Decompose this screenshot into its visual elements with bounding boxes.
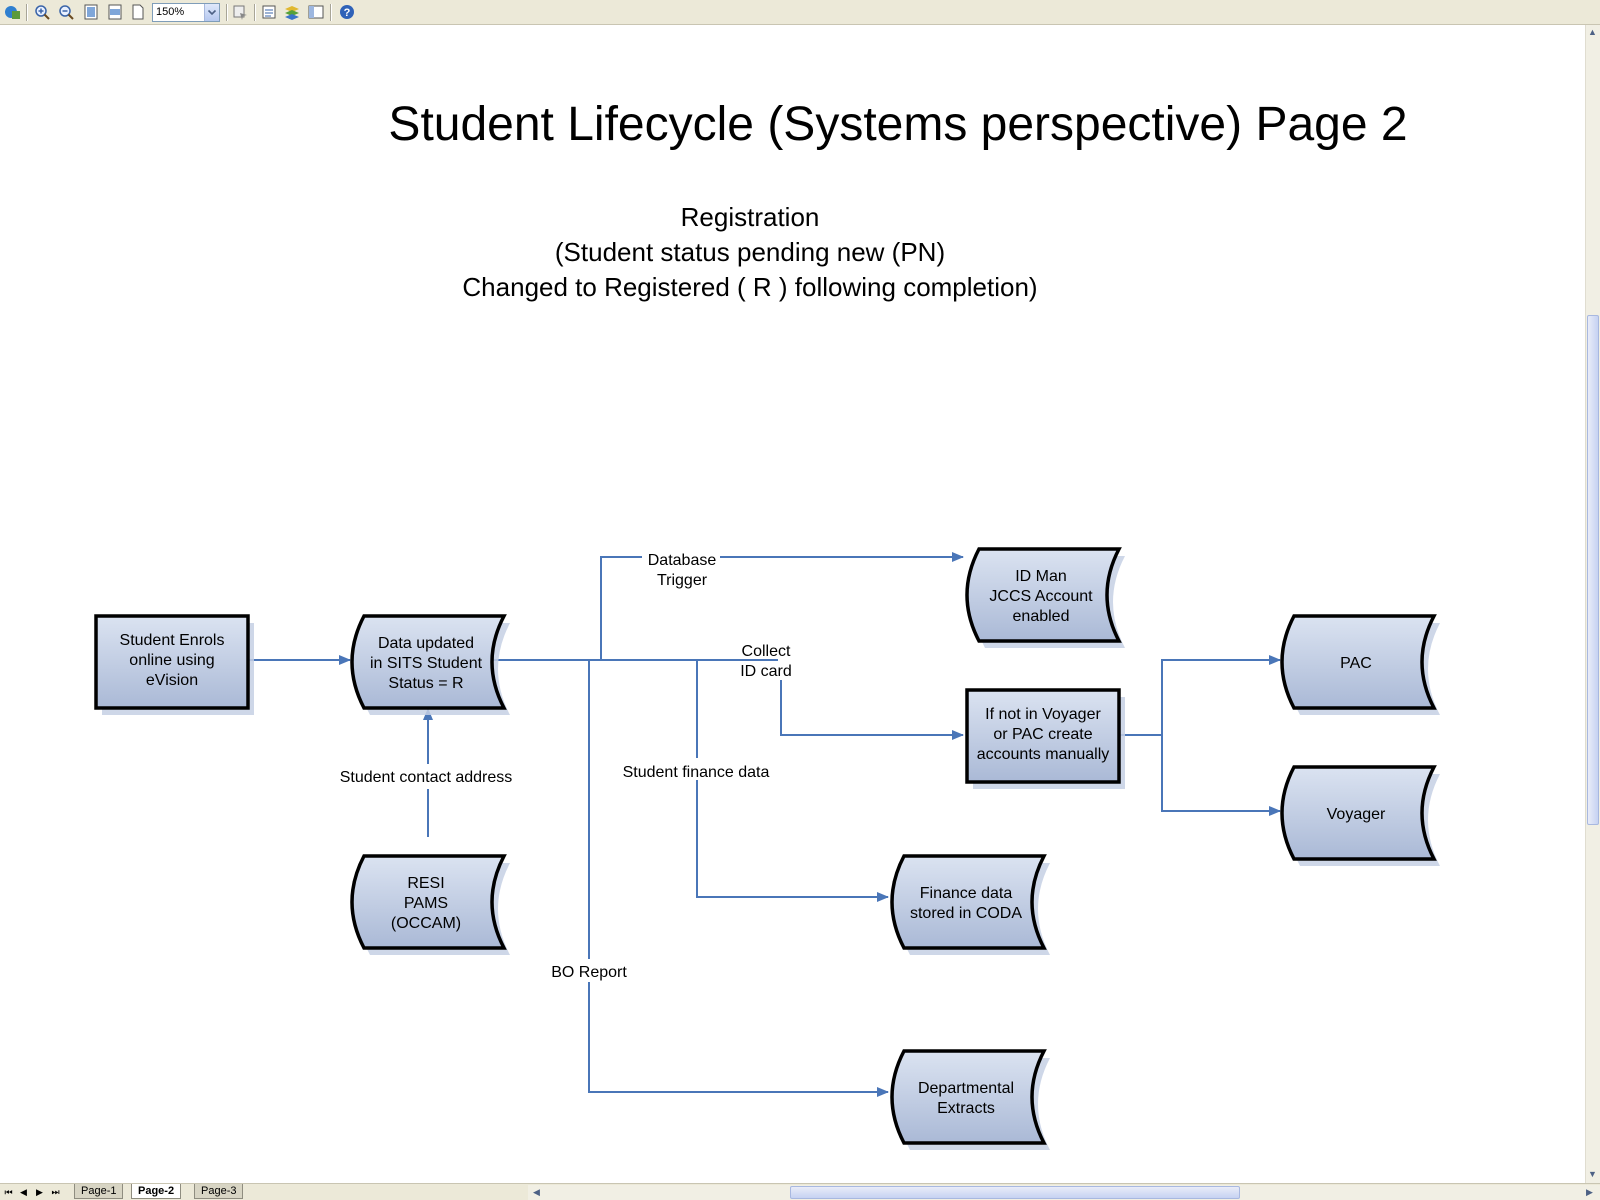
- node-id-man-line-1: ID Man: [1015, 568, 1067, 585]
- full-width-icon[interactable]: [106, 3, 124, 21]
- svg-text:?: ?: [344, 7, 351, 19]
- edge-trigger: [600, 557, 963, 660]
- node-resi-pams-line-1: RESI: [407, 875, 444, 892]
- node-id-man-shape: [965, 547, 1122, 643]
- label-bo-report: BO Report: [551, 964, 627, 981]
- node-resi-pams-line-2: PAMS: [404, 895, 448, 912]
- zoom-select[interactable]: 150%: [152, 3, 220, 22]
- connectors: [247, 557, 1281, 1092]
- node-departmental-extracts-shape: [890, 1049, 1047, 1145]
- scroll-up-icon[interactable]: ▲: [1588, 27, 1597, 37]
- ie-icon[interactable]: [3, 3, 21, 21]
- node-student-enrols[interactable]: Student Enrols online using eVision: [94, 614, 250, 710]
- horizontal-scrollbar[interactable]: ◀ ▶: [528, 1185, 1600, 1200]
- label-database-trigger-1: Database: [648, 552, 717, 569]
- edge-finance: [696, 660, 888, 897]
- node-resi-pams-line-3: (OCCAM): [391, 915, 461, 932]
- label-database-trigger-2: Trigger: [657, 572, 708, 589]
- tab-page-3[interactable]: Page-3: [194, 1184, 244, 1199]
- node-departmental-extracts-line-1: Departmental: [918, 1080, 1014, 1097]
- scroll-down-icon[interactable]: ▼: [1588, 1169, 1597, 1179]
- first-page-icon[interactable]: ⏮: [4, 1187, 13, 1197]
- node-departmental-extracts-line-2: Extracts: [937, 1100, 995, 1117]
- properties-icon[interactable]: [260, 3, 278, 21]
- tab-page-2[interactable]: Page-2: [131, 1184, 182, 1199]
- edge-manual-branch: [1120, 655, 1281, 736]
- node-resi-pams[interactable]: RESI PAMS (OCCAM): [350, 854, 510, 955]
- zoom-in-icon[interactable]: [33, 3, 51, 21]
- horizontal-scroll-thumb[interactable]: [790, 1186, 1240, 1199]
- toolbar: 150% ?: [0, 0, 1600, 25]
- page-icon[interactable]: [129, 3, 147, 21]
- node-create-accounts-manually[interactable]: If not in Voyager or PAC create accounts…: [965, 688, 1121, 784]
- last-page-icon[interactable]: ⏭: [51, 1187, 60, 1197]
- vertical-scrollbar[interactable]: ▲ ▼: [1585, 25, 1600, 1183]
- node-voyager-shape: [1280, 765, 1437, 861]
- subtitle-status-pending: (Student status pending new (PN): [554, 237, 946, 267]
- node-student-enrols-line-3: eVision: [146, 672, 198, 689]
- next-page-icon[interactable]: ▶: [36, 1187, 43, 1197]
- label-student-finance-data: Student finance data: [623, 764, 770, 781]
- pan-icon[interactable]: [231, 3, 249, 21]
- node-data-updated-sits-shape: [350, 614, 507, 710]
- node-pac-line-1: PAC: [1340, 655, 1372, 672]
- node-create-accounts-line-1: If not in Voyager: [985, 706, 1101, 723]
- previous-page-icon[interactable]: ◀: [20, 1187, 27, 1197]
- page-tab-bar: ⏮ ◀ ▶ ⏭ Page-1 Page-2 Page-3 ◀ ▶: [0, 1183, 1600, 1200]
- node-finance-coda[interactable]: Finance data stored in CODA: [890, 854, 1050, 955]
- node-finance-coda-line-2: stored in CODA: [910, 905, 1022, 922]
- details-icon[interactable]: [307, 3, 325, 21]
- node-data-updated-sits-line-1: Data updated: [378, 635, 474, 652]
- help-icon[interactable]: ?: [338, 3, 356, 21]
- subtitle-registration: Registration: [680, 202, 820, 232]
- chevron-down-icon[interactable]: [204, 4, 219, 21]
- edge-labels: Database Trigger Collect ID card Student…: [340, 552, 792, 981]
- label-student-contact-address: Student contact address: [340, 769, 513, 786]
- node-data-updated-sits-line-3: Status = R: [388, 675, 463, 692]
- drawing-canvas[interactable]: Student Lifecycle (Systems perspective) …: [0, 25, 1585, 1183]
- node-create-accounts-line-3: accounts manually: [977, 746, 1110, 763]
- layers-icon[interactable]: [283, 3, 301, 21]
- node-id-man-line-3: enabled: [1013, 608, 1070, 625]
- edge-manual-to-voyager: [1161, 735, 1281, 816]
- node-resi-pams-shape: [350, 854, 507, 950]
- label-collect-id-card-2: ID card: [740, 663, 792, 680]
- node-pac[interactable]: PAC: [1280, 614, 1440, 715]
- node-finance-coda-shape: [890, 854, 1047, 950]
- zoom-value: 150%: [156, 6, 185, 18]
- tab-page-1[interactable]: Page-1: [74, 1184, 124, 1199]
- scroll-right-icon[interactable]: ▶: [1586, 1187, 1593, 1197]
- node-id-man-line-2: JCCS Account: [989, 588, 1093, 605]
- node-voyager[interactable]: Voyager: [1280, 765, 1440, 866]
- subtitle-status-changed: Changed to Registered ( R ) following co…: [462, 272, 1038, 302]
- label-collect-id-card-1: Collect: [742, 643, 791, 660]
- scroll-left-icon[interactable]: ◀: [533, 1187, 540, 1197]
- flow-diagram: Student Enrols online using eVision If n…: [94, 25, 1440, 1150]
- node-voyager-line-1: Voyager: [1327, 806, 1386, 823]
- node-pac-shape: [1280, 614, 1437, 710]
- edge-idcard: [780, 680, 964, 740]
- node-create-accounts-line-2: or PAC create: [993, 726, 1092, 743]
- vertical-scroll-thumb[interactable]: [1587, 315, 1599, 825]
- node-data-updated-sits-line-2: in SITS Student: [370, 655, 483, 672]
- node-student-enrols-line-2: online using: [129, 652, 214, 669]
- edge-bo: [588, 660, 888, 1092]
- page-title: Student Lifecycle (Systems perspective) …: [388, 98, 1408, 151]
- node-finance-coda-line-1: Finance data: [920, 885, 1013, 902]
- node-student-enrols-line-1: Student Enrols: [120, 632, 225, 649]
- fit-page-icon[interactable]: [82, 3, 100, 21]
- zoom-out-icon[interactable]: [57, 3, 75, 21]
